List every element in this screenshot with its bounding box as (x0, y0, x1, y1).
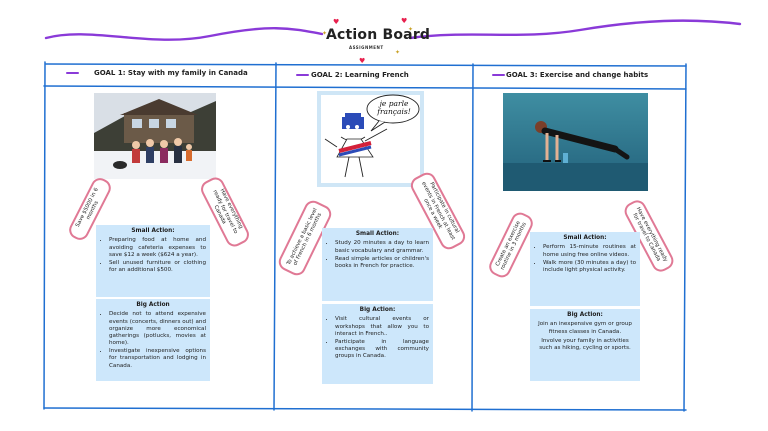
big-action-title: Big Action: (567, 312, 603, 318)
goal-2-big-action: Big Action: Visit cultural events or wor… (322, 304, 433, 384)
small-action-title: Small Action: (131, 228, 175, 234)
heart-icon: ♥ (359, 57, 366, 65)
list-item: Decide not to attend expensive events (c… (109, 311, 206, 347)
goal-2-small-action: Small Action: Study 20 minutes a day to … (322, 228, 433, 301)
heart-icon: ♥ (333, 18, 340, 26)
sparkle-icon: ✦ (395, 49, 401, 56)
exercise-photo (503, 93, 648, 191)
goal-3-small-action: Small Action: Perform 15-minute routines… (530, 232, 640, 306)
small-action-title: Small Action: (563, 235, 607, 241)
goal-1-small-action: Small Action: Preparing food at home and… (96, 225, 210, 297)
goal-1-big-action: Big Action Decide not to attend expensiv… (96, 299, 210, 381)
sparkle-icon: ✦ (322, 30, 328, 37)
goal-3-left-note: Create an exercise routine in 3 months (486, 209, 536, 281)
list-item: Investigate inexpensive options for tran… (109, 348, 206, 369)
goal-2-heading: GOAL 2: Learning French (311, 71, 409, 79)
heart-icon: ♥ (401, 17, 408, 25)
big-action-title: Big Action (136, 302, 170, 308)
small-action-title: Small Action: (355, 231, 400, 237)
speech-bubble-text: je parle français! (377, 99, 411, 116)
big-action-title: Big Action: (359, 307, 396, 313)
page-subtitle: ASSIGNMENT (349, 45, 384, 50)
list-item: Sell unused furniture or clothing for an… (109, 260, 206, 274)
sparkle-icon: ✦ (408, 26, 414, 33)
list-item: Visit cultural events or workshops that … (335, 316, 429, 337)
family-photo (94, 93, 216, 179)
page-title: Action Board (326, 27, 431, 43)
goal-3-heading: GOAL 3: Exercise and change habits (506, 71, 649, 79)
list-item: Participate in language exchanges with c… (335, 339, 429, 360)
list-item: Study 20 minutes a day to learn basic vo… (335, 240, 429, 254)
list-item: Perform 15-minute routines at home using… (543, 244, 636, 258)
french-illustration: je parle français! (317, 91, 424, 187)
list-item: Preparing food at home and avoiding cafe… (109, 237, 206, 258)
list-item: Read simple articles or children's books… (335, 256, 429, 270)
list-item: Walk more (30 minutes a day) to include … (543, 260, 636, 274)
goal-3-big-action: Big Action: Join an inexpensive gym or g… (530, 309, 640, 381)
list-item: Join an inexpensive gym or group fitness… (538, 321, 632, 335)
list-item: Involve your family in activities such a… (539, 337, 631, 351)
header-wave-line (44, 19, 742, 41)
goal-1-heading: GOAL 1: Stay with my family in Canada (94, 69, 248, 77)
